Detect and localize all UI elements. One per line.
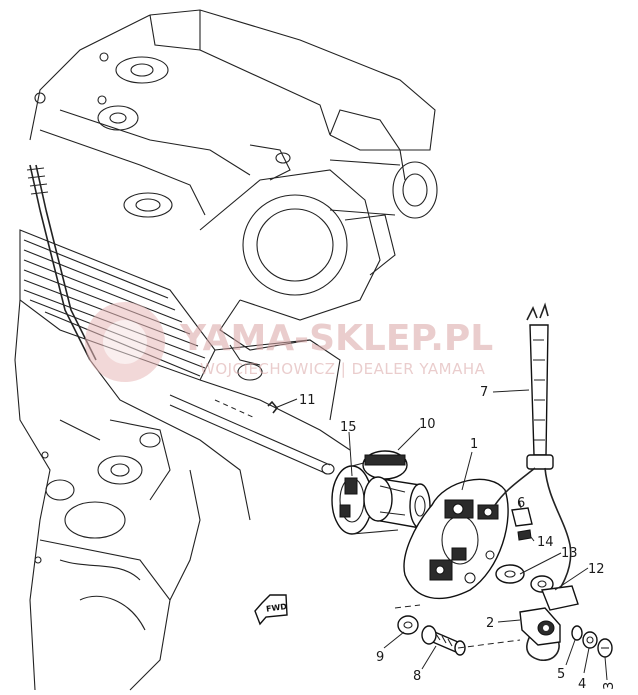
watermark-subtitle: WOJCIECHOWICZ | DEALER YAMAHA — [200, 360, 486, 378]
stator-plate-part-1 — [403, 478, 509, 600]
screw-part-3 — [597, 638, 613, 658]
washer-part-4 — [582, 631, 598, 649]
callout-1: 1 — [470, 437, 478, 452]
advancer-part-10 — [362, 450, 431, 529]
wire-harness-part-7 — [494, 302, 572, 661]
callout-12: 12 — [588, 562, 605, 577]
watermark-logo-icon — [85, 302, 165, 382]
callout-10: 10 — [419, 417, 436, 432]
key-part-11 — [267, 400, 279, 414]
nut-part-12 — [530, 575, 579, 611]
callout-7: 7 — [480, 385, 488, 400]
callout-2: 2 — [486, 616, 494, 631]
callouts: 1 2 3 4 5 6 7 8 9 10 11 12 13 14 15 — [299, 385, 617, 692]
callout-6: 6 — [517, 496, 525, 511]
callout-11: 11 — [299, 393, 316, 408]
callout-4: 4 — [578, 677, 586, 692]
screw-part-8 — [421, 625, 466, 656]
callout-9: 9 — [376, 650, 384, 665]
callout-14: 14 — [537, 535, 554, 550]
bracket-part-2 — [519, 607, 561, 646]
fwd-label: FWD — [266, 602, 288, 614]
callout-15: 15 — [340, 420, 357, 435]
washer-part-5 — [571, 625, 583, 641]
callout-5: 5 — [557, 667, 565, 682]
crankcase-outline — [14, 9, 438, 691]
callout-3: 3 — [602, 682, 617, 690]
callout-8: 8 — [413, 669, 421, 684]
leader-lines — [274, 389, 608, 681]
fwd-arrow-icon: FWD — [254, 594, 288, 626]
washer-part-9 — [397, 615, 419, 635]
callout-13: 13 — [561, 546, 578, 561]
watermark-title: YAMA-SKLEP.PL — [179, 318, 493, 359]
watermark: YAMA-SKLEP.PL WOJCIECHOWICZ | DEALER YAM… — [85, 302, 493, 382]
felt-part-6 — [511, 507, 533, 541]
washer-part-13 — [495, 564, 525, 584]
